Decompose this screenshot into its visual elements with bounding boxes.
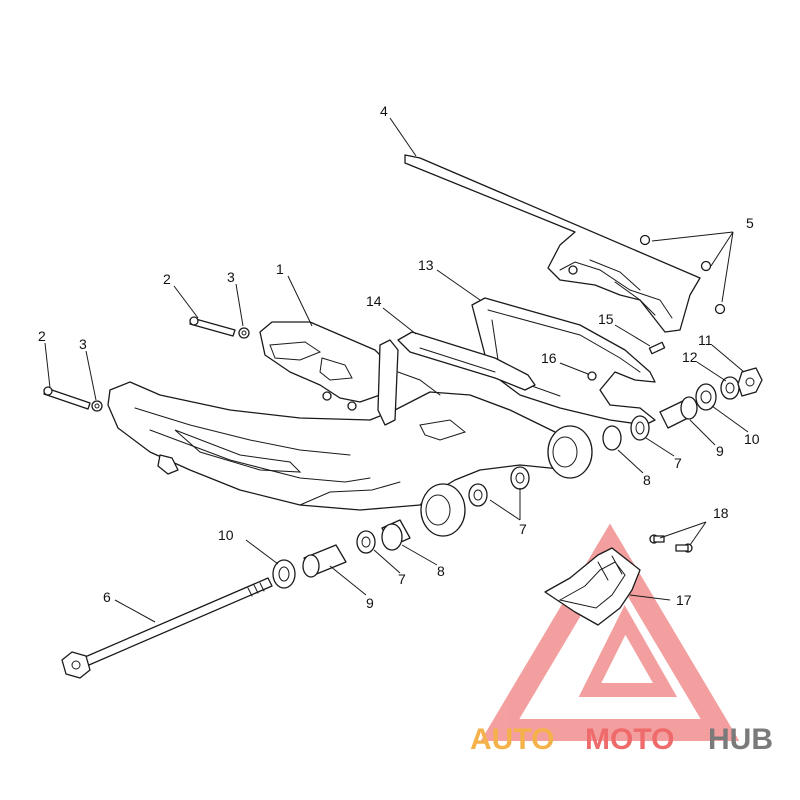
callout-13: 13 xyxy=(418,257,434,273)
callout-10-right: 10 xyxy=(744,431,760,447)
washer-part-7-mid-b xyxy=(510,466,530,490)
callout-10-left: 10 xyxy=(218,527,234,543)
bolt-part-18-a xyxy=(649,534,665,544)
callout-9-left: 9 xyxy=(366,595,374,611)
callout-2-lower: 2 xyxy=(38,328,46,344)
leader-lines xyxy=(44,117,749,623)
callout-7-right: 7 xyxy=(674,455,682,471)
nut-part-3-upper xyxy=(238,327,250,339)
callout-7-left: 7 xyxy=(398,571,406,587)
watermark-moto: MOTO xyxy=(585,723,674,756)
nut-part-11 xyxy=(737,367,763,397)
pivot-spindle-part-6 xyxy=(61,577,273,679)
watermark-auto: AUTO xyxy=(470,723,554,756)
callout-14: 14 xyxy=(366,293,382,309)
callout-2-upper: 2 xyxy=(163,271,171,287)
washer-part-7-mid-a xyxy=(468,483,488,507)
chain-guard-part-4 xyxy=(404,154,701,333)
callout-3-upper: 3 xyxy=(227,269,235,285)
callout-8-left: 8 xyxy=(437,563,445,579)
callout-6: 6 xyxy=(103,589,111,605)
callout-18: 18 xyxy=(713,505,729,521)
washer-part-7-right-b xyxy=(630,415,650,441)
washer-part-10-right xyxy=(695,383,717,411)
callout-9-right: 9 xyxy=(716,443,724,459)
watermark-text: AUTO MOTO HUB xyxy=(470,723,773,756)
callout-11: 11 xyxy=(698,332,713,348)
washer-part-12 xyxy=(720,376,740,400)
swingarm-part-1 xyxy=(107,321,593,537)
bushing-part-8-left xyxy=(381,519,411,551)
spacer-part-9-left xyxy=(302,544,347,578)
callout-labels: 1 2 2 3 3 4 5 6 7 7 7 8 8 9 9 10 10 11 1… xyxy=(38,103,760,611)
bolt-part-5-b xyxy=(700,260,712,272)
bolt-part-18-b xyxy=(675,543,693,553)
callout-12: 12 xyxy=(682,349,698,365)
callout-17: 17 xyxy=(676,592,692,608)
bolt-part-2-lower xyxy=(43,386,91,410)
bolt-part-15 xyxy=(648,341,666,355)
chain-slider-part-14 xyxy=(397,331,536,391)
callout-1: 1 xyxy=(276,261,284,277)
bolt-part-5-a xyxy=(639,234,651,246)
washer-part-7-right-a xyxy=(602,425,622,451)
callout-8-right: 8 xyxy=(643,472,651,488)
callout-15: 15 xyxy=(598,311,614,327)
watermark-hub: HUB xyxy=(708,723,773,756)
callout-4: 4 xyxy=(380,103,388,119)
callout-5: 5 xyxy=(746,215,754,231)
watermark-logo xyxy=(480,523,740,741)
spacer-part-9-right xyxy=(659,396,698,429)
nut-part-3-lower xyxy=(91,400,103,412)
washer-part-7-left xyxy=(356,530,376,554)
bracket-part-17 xyxy=(544,547,641,626)
washer-part-10-left xyxy=(272,559,296,589)
bolt-part-2-upper xyxy=(189,316,236,337)
nut-part-16 xyxy=(587,371,597,381)
callout-16: 16 xyxy=(541,350,557,366)
callout-7-mid: 7 xyxy=(519,521,527,537)
callout-3-lower: 3 xyxy=(79,336,87,352)
bolt-part-5-c xyxy=(714,303,726,315)
